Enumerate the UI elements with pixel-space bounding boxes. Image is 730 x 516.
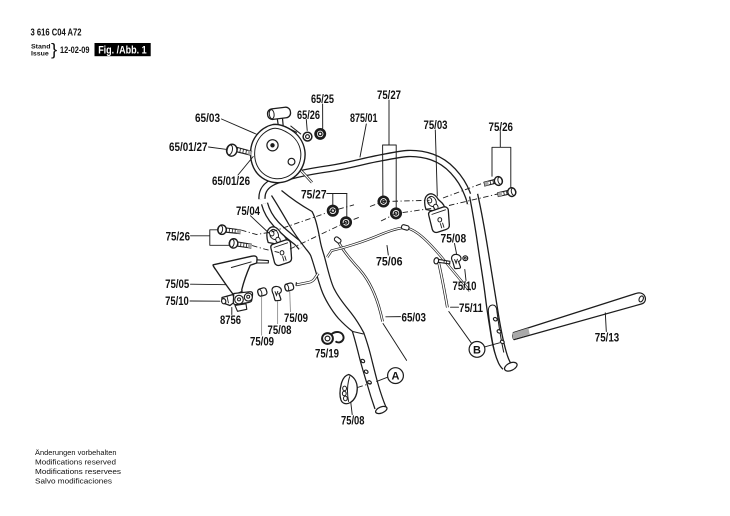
svg-text:75/19: 75/19 [315,347,339,361]
svg-text:65/03: 65/03 [401,311,426,325]
svg-text:A: A [392,371,400,383]
svg-text:Modifications reservees: Modifications reservees [35,467,121,476]
svg-text:875/01: 875/01 [350,111,378,125]
svg-text:65/01/26: 65/01/26 [212,174,250,188]
svg-text:75/11: 75/11 [459,301,483,315]
svg-text:75/10: 75/10 [165,294,189,308]
svg-text:75/26: 75/26 [166,229,191,243]
svg-text:75/03: 75/03 [424,118,448,132]
svg-text:8756: 8756 [220,313,241,327]
svg-text:65/25: 65/25 [311,92,334,106]
svg-text:75/05: 75/05 [165,277,189,291]
svg-text:75/26: 75/26 [489,120,514,134]
svg-text:}: } [51,41,58,59]
svg-text:Issue: Issue [31,50,49,57]
svg-text:75/04: 75/04 [236,204,260,218]
svg-text:B: B [473,344,481,356]
svg-text:75/10: 75/10 [452,279,476,293]
svg-text:75/13: 75/13 [595,331,620,345]
svg-text:Stand: Stand [31,44,51,51]
svg-text:65/01/27: 65/01/27 [169,140,208,154]
svg-text:12-02-09: 12-02-09 [60,45,90,56]
svg-text:75/27: 75/27 [301,188,327,202]
svg-text:65/03: 65/03 [195,111,220,125]
svg-text:Salvo modificaciones: Salvo modificaciones [35,476,112,485]
svg-text:Fig. /Abb. 1: Fig. /Abb. 1 [98,45,147,57]
svg-text:3 616 C04 A72: 3 616 C04 A72 [31,27,82,38]
svg-text:75/08: 75/08 [441,232,467,246]
svg-text:75/27: 75/27 [377,88,401,102]
svg-text:75/06: 75/06 [376,255,403,269]
svg-text:Modifications reserved: Modifications reserved [35,457,116,466]
svg-text:75/08: 75/08 [267,323,291,337]
svg-text:75/08: 75/08 [341,414,365,428]
svg-text:65/26: 65/26 [297,108,320,122]
svg-text:Änderungen vorbehalten: Änderungen vorbehalten [35,448,117,457]
svg-text:75/09: 75/09 [250,334,274,348]
svg-text:75/09: 75/09 [284,311,308,325]
